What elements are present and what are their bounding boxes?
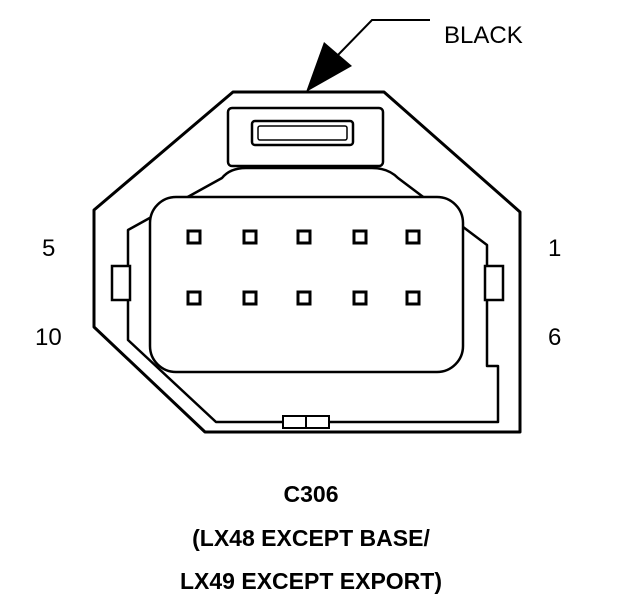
connector-housing-inner xyxy=(126,166,500,424)
connector-id: C306 xyxy=(284,481,339,507)
leader-arrowhead xyxy=(306,42,352,92)
pin-cavity-5 xyxy=(186,229,202,245)
latch-housing xyxy=(226,106,385,168)
pin-cavity-4 xyxy=(242,229,258,245)
pin-cavities xyxy=(186,229,421,306)
caption-line-2: LX49 EXCEPT EXPORT) xyxy=(180,568,442,594)
pin-cavity-3 xyxy=(296,229,312,245)
color-label: BLACK xyxy=(444,22,523,49)
pin-cavity-9 xyxy=(242,290,258,306)
pin-cavity-1 xyxy=(405,229,421,245)
terminal-cavity-area xyxy=(148,195,465,374)
caption-line-1: (LX48 EXCEPT BASE/ xyxy=(192,525,430,551)
leader-line xyxy=(337,19,430,56)
pin-cavity-8 xyxy=(296,290,312,306)
pin-cavity-10 xyxy=(186,290,202,306)
pin-cavity-6 xyxy=(405,290,421,306)
pin-label-top-left: 5 xyxy=(42,235,55,262)
pin-cavity-2 xyxy=(352,229,368,245)
connector-housing-outer xyxy=(92,90,522,434)
right-side-key xyxy=(483,264,505,302)
latch-slot xyxy=(250,119,355,147)
latch-slot-inner xyxy=(257,125,348,141)
pin-cavity-7 xyxy=(352,290,368,306)
pin-label-top-right: 1 xyxy=(548,235,561,262)
pin-label-bottom-left: 10 xyxy=(35,324,62,351)
left-side-key xyxy=(110,264,132,302)
pin-label-bottom-right: 6 xyxy=(548,324,561,351)
